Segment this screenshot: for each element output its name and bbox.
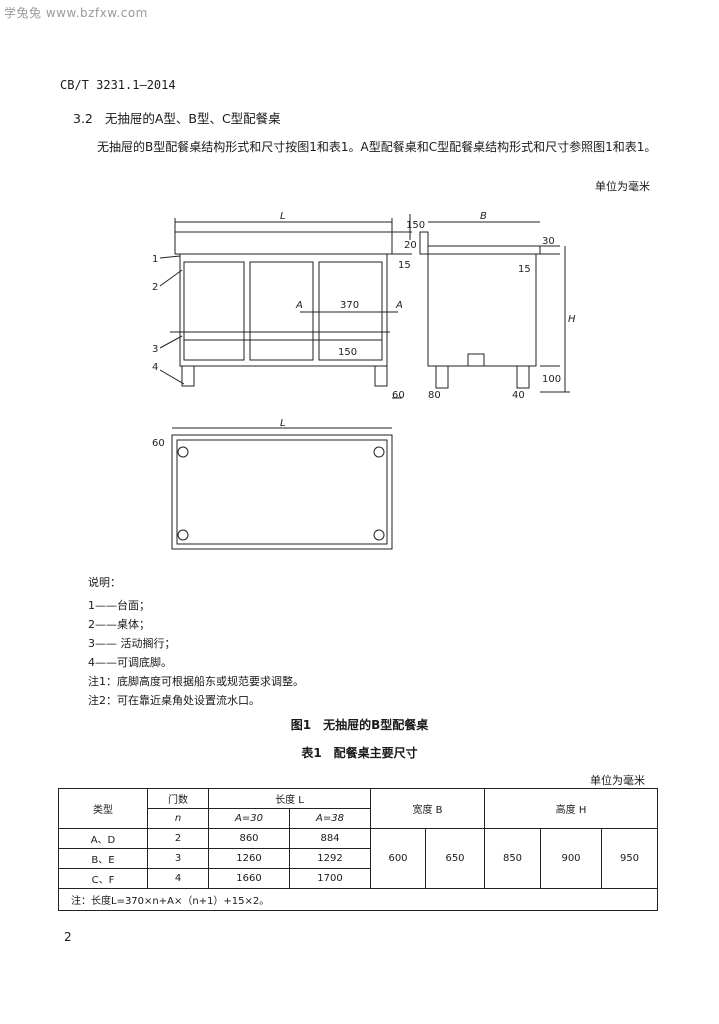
drain-hole-4 (373, 529, 385, 541)
table-unit: 单位为毫米 (590, 774, 645, 787)
watermark: 学兔兔 www.bzfxw.com (4, 6, 148, 20)
label-B: B (480, 211, 487, 222)
dim-100: 100 (542, 374, 561, 385)
legend-item: 4——可调底脚。 (88, 656, 172, 669)
header-a38: A=38 (289, 808, 371, 829)
drain-hole-3 (177, 529, 189, 541)
height-950: 950 (601, 828, 658, 889)
figure-drawing: L B H L A A 370 20 15 150 30 15 150 60 8… (152, 211, 576, 550)
foot-right-front (374, 365, 388, 387)
callout-4: 4 (152, 362, 158, 373)
section-heading: 3.2 无抽屉的A型、B型、C型配餐桌 (73, 108, 281, 127)
section-paragraph: 无抽屉的B型配餐桌结构形式和尺寸按图1和表1。A型配餐桌和C型配餐桌结构形式和尺… (97, 140, 657, 154)
figure-note: 注1：底脚高度可根据船东或规范要求调整。 (88, 675, 304, 688)
section-number: 3.2 (73, 111, 93, 126)
page-number: 2 (64, 930, 72, 944)
drain-hole-2 (373, 446, 385, 458)
height-850: 850 (484, 828, 541, 889)
header-type: 类型 (58, 788, 148, 829)
section-mark-A-right: A (395, 300, 403, 311)
dim-60: 60 (392, 390, 405, 401)
figure-caption: 图1 无抽屉的B型配餐桌 (290, 718, 429, 732)
header-doors-n: n (147, 808, 209, 829)
dim-30: 30 (542, 236, 555, 247)
table-top-side (427, 245, 541, 255)
standard-number: CB/T 3231.1—2014 (60, 78, 176, 92)
dim-80: 80 (428, 390, 441, 401)
legend-item: 3—— 活动搁行； (88, 637, 176, 650)
label-L-top: L (280, 418, 286, 429)
table-top-plan (171, 434, 393, 550)
unit-note: 单位为毫米 (595, 180, 650, 193)
header-height: 高度 H (484, 788, 658, 829)
legend-item: 1——台面； (88, 599, 150, 612)
legend-title: 说明： (88, 576, 121, 589)
dim-20: 20 (404, 240, 417, 251)
section-mark-A-left: A (295, 300, 303, 311)
table-caption: 表1 配餐桌主要尺寸 (301, 746, 418, 760)
door-3 (318, 261, 383, 361)
table-top-front (174, 231, 393, 255)
height-900: 900 (540, 828, 602, 889)
label-L-front: L (280, 211, 286, 222)
table-body-front (179, 253, 388, 367)
door-1 (183, 261, 245, 361)
drain-hole-1 (177, 446, 189, 458)
callout-3: 3 (152, 344, 158, 355)
header-width: 宽度 B (370, 788, 485, 829)
dim-60-top: 60 (152, 438, 165, 449)
dim-40: 40 (512, 390, 525, 401)
section-title: 无抽屉的A型、B型、C型配餐桌 (104, 111, 281, 126)
width-650: 650 (425, 828, 485, 889)
dim-370: 370 (340, 300, 359, 311)
legend-item: 2——桌体； (88, 618, 150, 631)
dim-150-mid: 150 (338, 347, 357, 358)
foot-left-front (181, 365, 195, 387)
label-H: H (568, 314, 576, 325)
foot-left-side (435, 365, 449, 389)
header-doors: 门数 (147, 788, 209, 809)
dim-15-side: 15 (518, 264, 531, 275)
dimensions-table: 类型 门数 长度 L 宽度 B 高度 H n A=30 A=38 A、D 2 8… (58, 788, 658, 911)
dim-150-top: 150 (406, 220, 425, 231)
header-a30: A=30 (208, 808, 290, 829)
door-2 (249, 261, 314, 361)
foot-right-side (516, 365, 530, 389)
table-note: 注：长度L=370×n+A×（n+1）+15×2。 (58, 888, 658, 911)
figure-note: 注2：可在靠近桌角处设置流水口。 (88, 694, 260, 707)
dim-15-front: 15 (398, 260, 411, 271)
table-row: A、D 2 860 884 600 650 850 900 950 (58, 828, 658, 889)
header-length: 长度 L (208, 788, 371, 809)
width-600: 600 (370, 828, 426, 889)
callout-1: 1 (152, 254, 158, 265)
callout-2: 2 (152, 282, 158, 293)
